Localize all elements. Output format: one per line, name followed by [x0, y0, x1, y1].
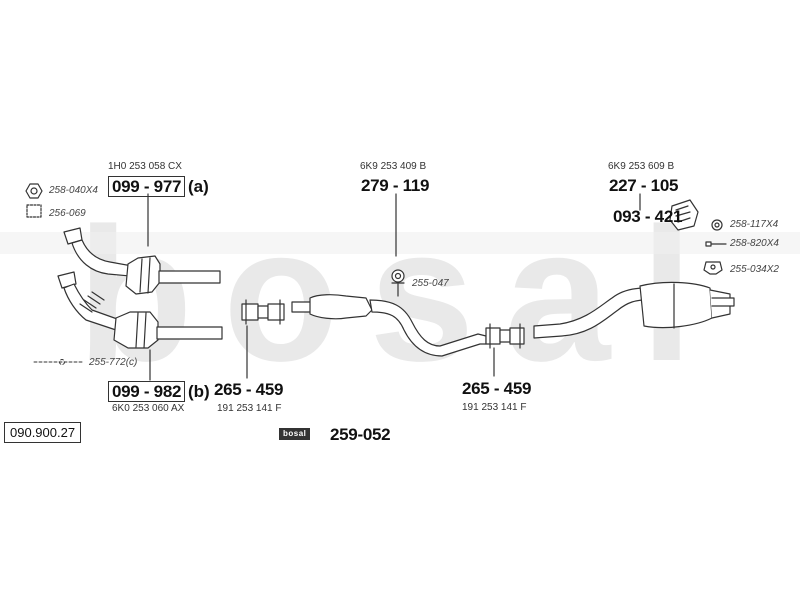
accessory-code-ring[interactable]: 258-117X4: [730, 219, 779, 230]
diagram-reference: 090.900.27: [4, 422, 82, 443]
accessory-code-mount-mid[interactable]: 255-047: [412, 278, 449, 289]
part-number-clamp-2[interactable]: 265 - 459: [462, 379, 532, 398]
oem-number-clamp-2: 191 253 141 F: [462, 402, 527, 413]
part-number-cat-b[interactable]: 099 - 982: [108, 381, 186, 402]
gasket-icon: [26, 204, 42, 218]
bracket-part: [669, 199, 699, 231]
part-number-rear-muffler[interactable]: 227 - 105: [609, 176, 679, 195]
oem-number-cat-b: 6K0 253 060 AX: [112, 403, 185, 414]
variant-label-b: (b): [188, 382, 210, 401]
bolt-icon: [705, 241, 727, 247]
watermark-band: [0, 232, 800, 254]
accessory-code-mount-rear[interactable]: 255-034X2: [730, 264, 779, 275]
bosal-logo: bosal: [279, 428, 311, 440]
oem-number-mid-pipe: 6K9 253 409 B: [360, 161, 427, 172]
part-number-clamp-1[interactable]: 265 - 459: [214, 380, 284, 399]
ring-icon: [711, 219, 723, 231]
accessory-code-bolt[interactable]: 258-820X4: [730, 238, 779, 249]
accessory-code-gasket[interactable]: 256-069: [49, 208, 86, 219]
oem-number-cat-a: 1H0 253 058 CX: [108, 161, 182, 172]
part-number-cat-a[interactable]: 099 - 977: [108, 176, 186, 197]
part-number-mid-pipe[interactable]: 279 - 119: [361, 176, 430, 195]
variant-label-a: (a): [188, 177, 209, 196]
rear-muffler: [533, 281, 735, 339]
clamp-2: [485, 323, 525, 349]
oem-number-clamp-1: 191 253 141 F: [217, 403, 282, 414]
part-number-mounting-kit[interactable]: 259-052: [330, 425, 391, 444]
rubber-mount-mid: [391, 269, 405, 297]
catalytic-converter-a: [63, 227, 221, 295]
clamp-1: [241, 299, 285, 325]
nut-icon: [25, 183, 43, 199]
accessory-code-nut[interactable]: 258-040X4: [49, 185, 98, 196]
hook-icon: [33, 359, 83, 365]
rubber-mount-rear: [703, 261, 723, 275]
oem-number-rear-muffler: 6K9 253 609 B: [608, 161, 675, 172]
part-number-bracket[interactable]: 093 - 421: [613, 207, 683, 226]
accessory-code-hook[interactable]: 255-772(c): [89, 357, 138, 368]
brand-watermark: bosal: [77, 189, 723, 401]
catalytic-converter-b: [57, 271, 223, 349]
